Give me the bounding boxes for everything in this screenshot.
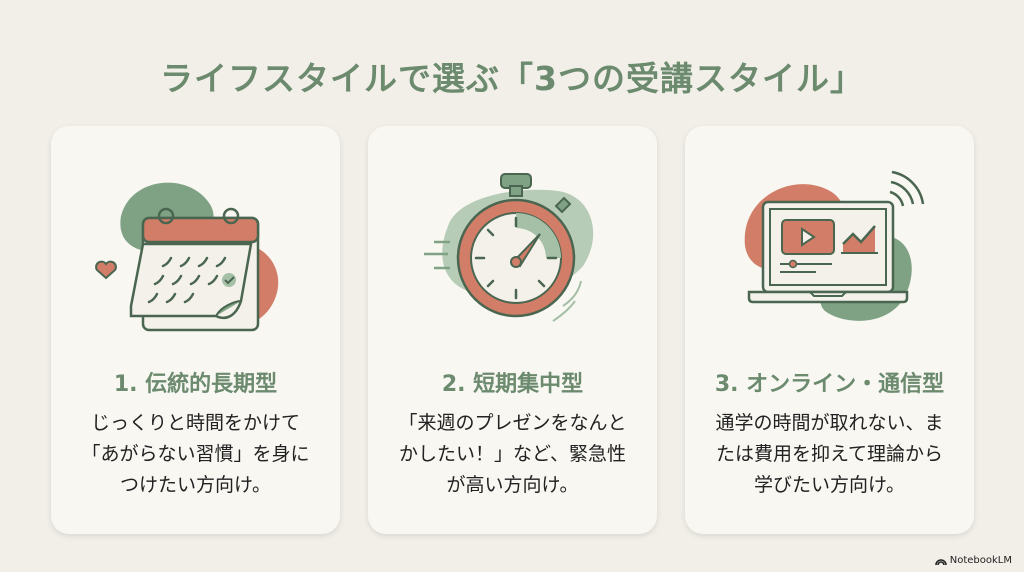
notebooklm-logo-icon bbox=[934, 559, 947, 565]
card-online: 3. オンライン・通信型 通学の時間が取れない、または費用を抑えて理論から学びた… bbox=[685, 126, 974, 534]
calendar-icon bbox=[51, 156, 340, 346]
laptop-icon bbox=[685, 156, 974, 346]
page-title: ライフスタイルで選ぶ「3つの受講スタイル」 bbox=[160, 59, 864, 98]
card-heading: 3. オンライン・通信型 bbox=[714, 372, 945, 397]
footer-brand: NotebookLM bbox=[934, 555, 1012, 566]
brand-label: NotebookLM bbox=[949, 555, 1012, 566]
card-heading: 2. 短期集中型 bbox=[441, 372, 584, 397]
card-description: 通学の時間が取れない、または費用を抑えて理論から学びたい方向け。 bbox=[715, 412, 944, 496]
card-description: 「来週のプレゼンをなんとかしたい！」など、緊急性が高い方向け。 bbox=[398, 412, 627, 496]
card-heading: 1. 伝統的長期型 bbox=[113, 372, 278, 397]
card-description: じっくりと時間をかけて「あがらない習慣」を身につけたい方向け。 bbox=[81, 412, 310, 496]
card-intensive: 2. 短期集中型 「来週のプレゼンをなんとかしたい！」など、緊急性が高い方向け。 bbox=[368, 126, 657, 534]
stopwatch-icon bbox=[368, 156, 657, 346]
card-traditional: 1. 伝統的長期型 じっくりと時間をかけて「あがらない習慣」を身につけたい方向け… bbox=[51, 126, 340, 534]
